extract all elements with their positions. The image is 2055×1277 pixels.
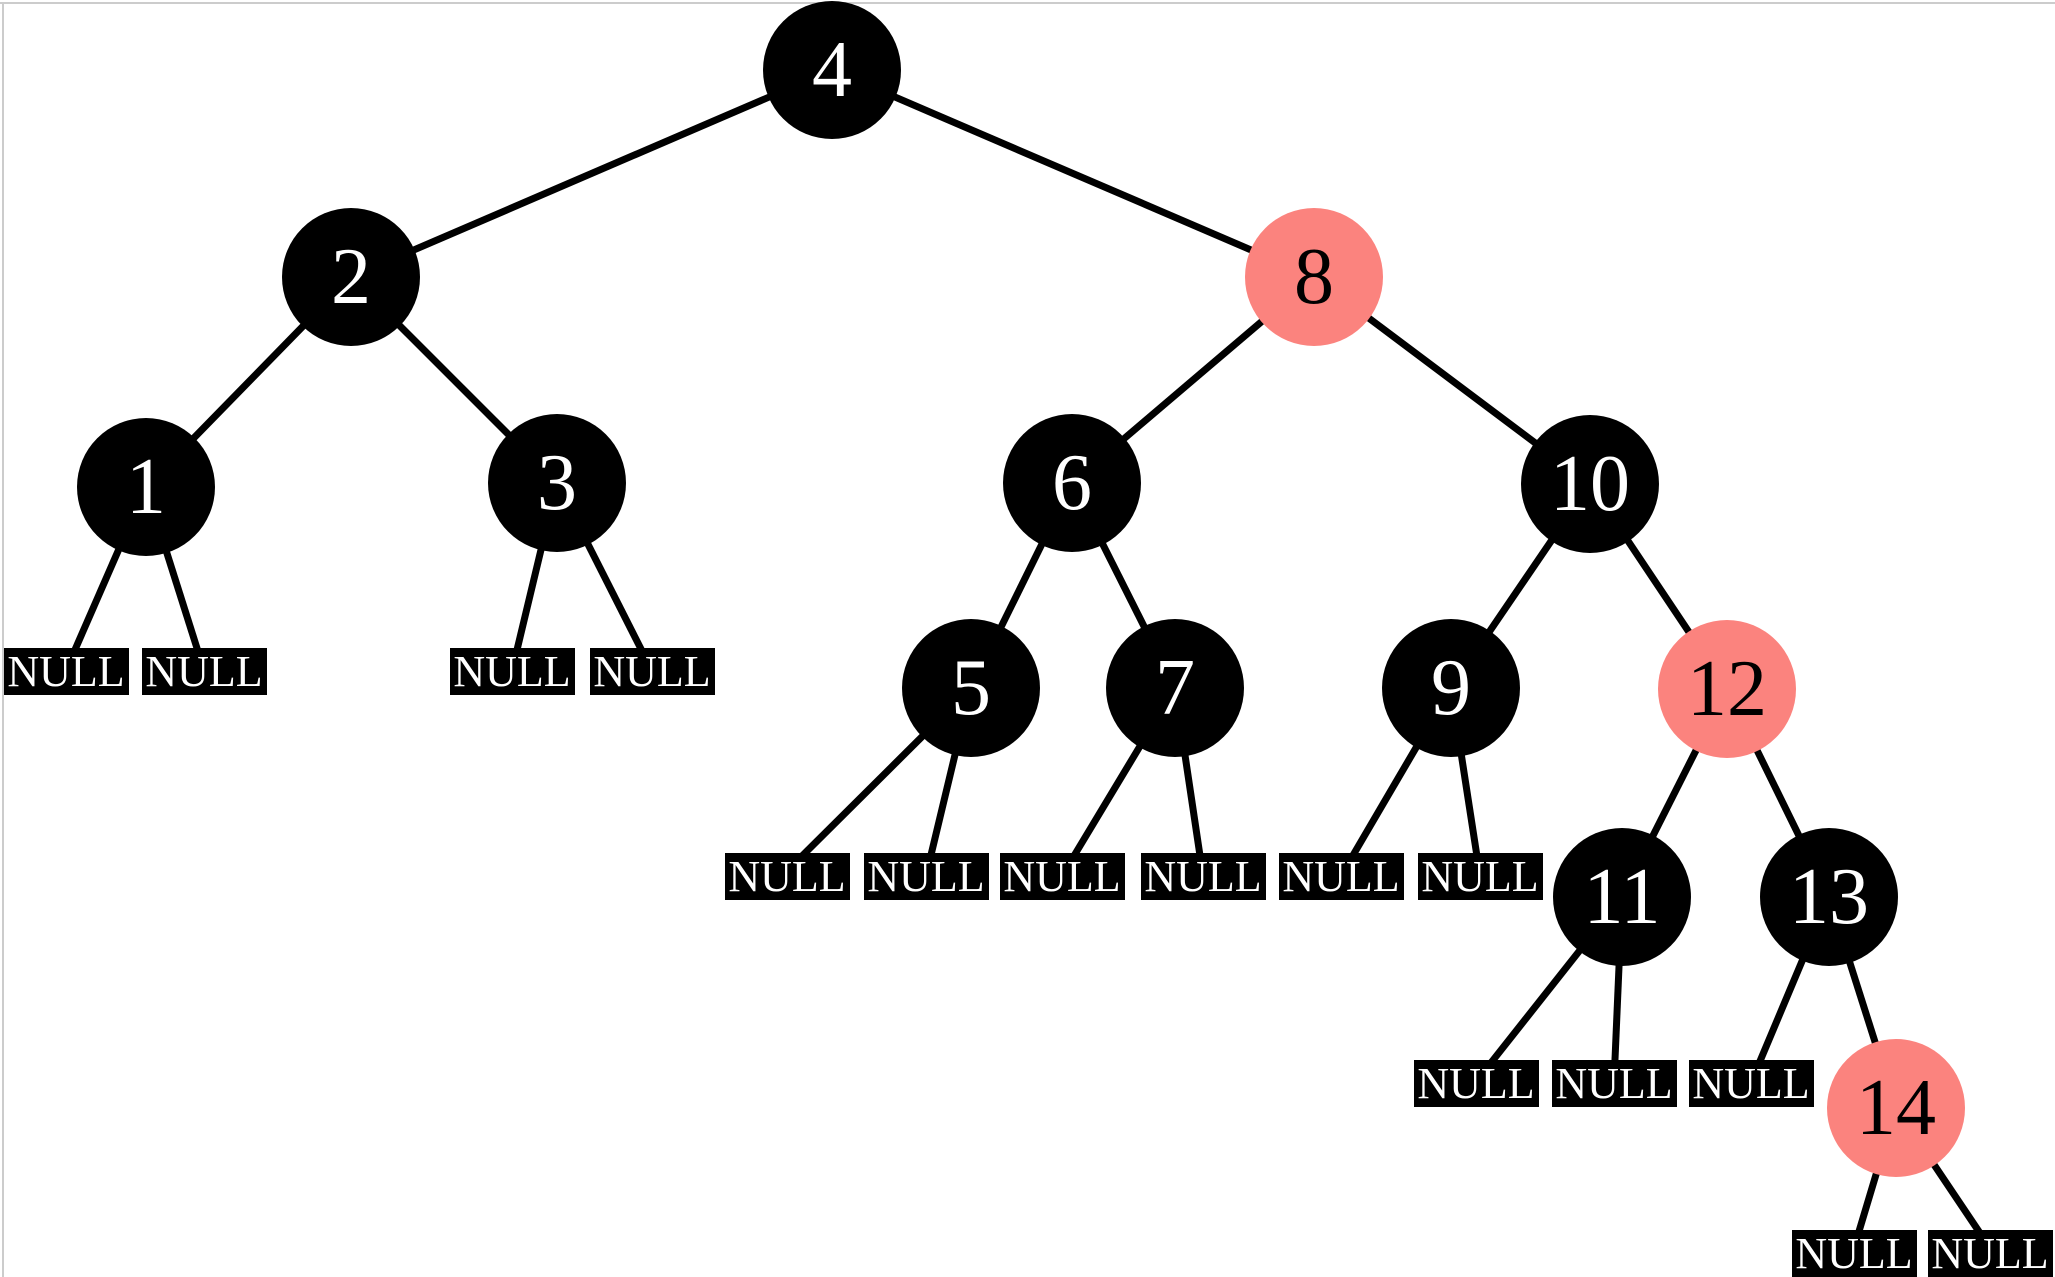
frame-border-left [2, 2, 4, 1277]
null-leaf: NULL [1278, 853, 1404, 900]
null-leaf: NULL [999, 853, 1125, 900]
tree-node-13: 13 [1760, 828, 1898, 966]
null-leaf: NULL [1551, 1060, 1677, 1107]
null-leaf: NULL [1791, 1230, 1917, 1277]
null-leaf: NULL [3, 648, 129, 695]
frame-border-top [0, 2, 2055, 4]
tree-node-9: 9 [1382, 619, 1520, 757]
tree-node-1: 1 [77, 418, 215, 556]
tree-edge [830, 66, 1316, 281]
tree-node-14: 14 [1827, 1039, 1965, 1177]
tree-node-11: 11 [1553, 828, 1691, 966]
null-leaf: NULL [1140, 853, 1266, 900]
tree-node-2: 2 [282, 208, 420, 346]
tree-node-3: 3 [488, 414, 626, 552]
null-leaf: NULL [1417, 853, 1543, 900]
tree-node-6: 6 [1003, 414, 1141, 552]
null-leaf: NULL [589, 648, 715, 695]
tree-node-4: 4 [763, 1, 901, 139]
null-leaf: NULL [1927, 1230, 2053, 1277]
tree-edge [349, 66, 834, 281]
tree-node-5: 5 [902, 619, 1040, 757]
null-leaf: NULL [724, 853, 850, 900]
tree-node-8: 8 [1245, 208, 1383, 346]
tree-node-10: 10 [1521, 415, 1659, 553]
tree-node-7: 7 [1106, 619, 1244, 757]
null-leaf: NULL [1688, 1060, 1814, 1107]
tree-node-12: 12 [1658, 620, 1796, 758]
null-leaf: NULL [863, 853, 989, 900]
null-leaf: NULL [449, 648, 575, 695]
null-leaf: NULL [141, 648, 267, 695]
null-leaf: NULL [1413, 1060, 1539, 1107]
